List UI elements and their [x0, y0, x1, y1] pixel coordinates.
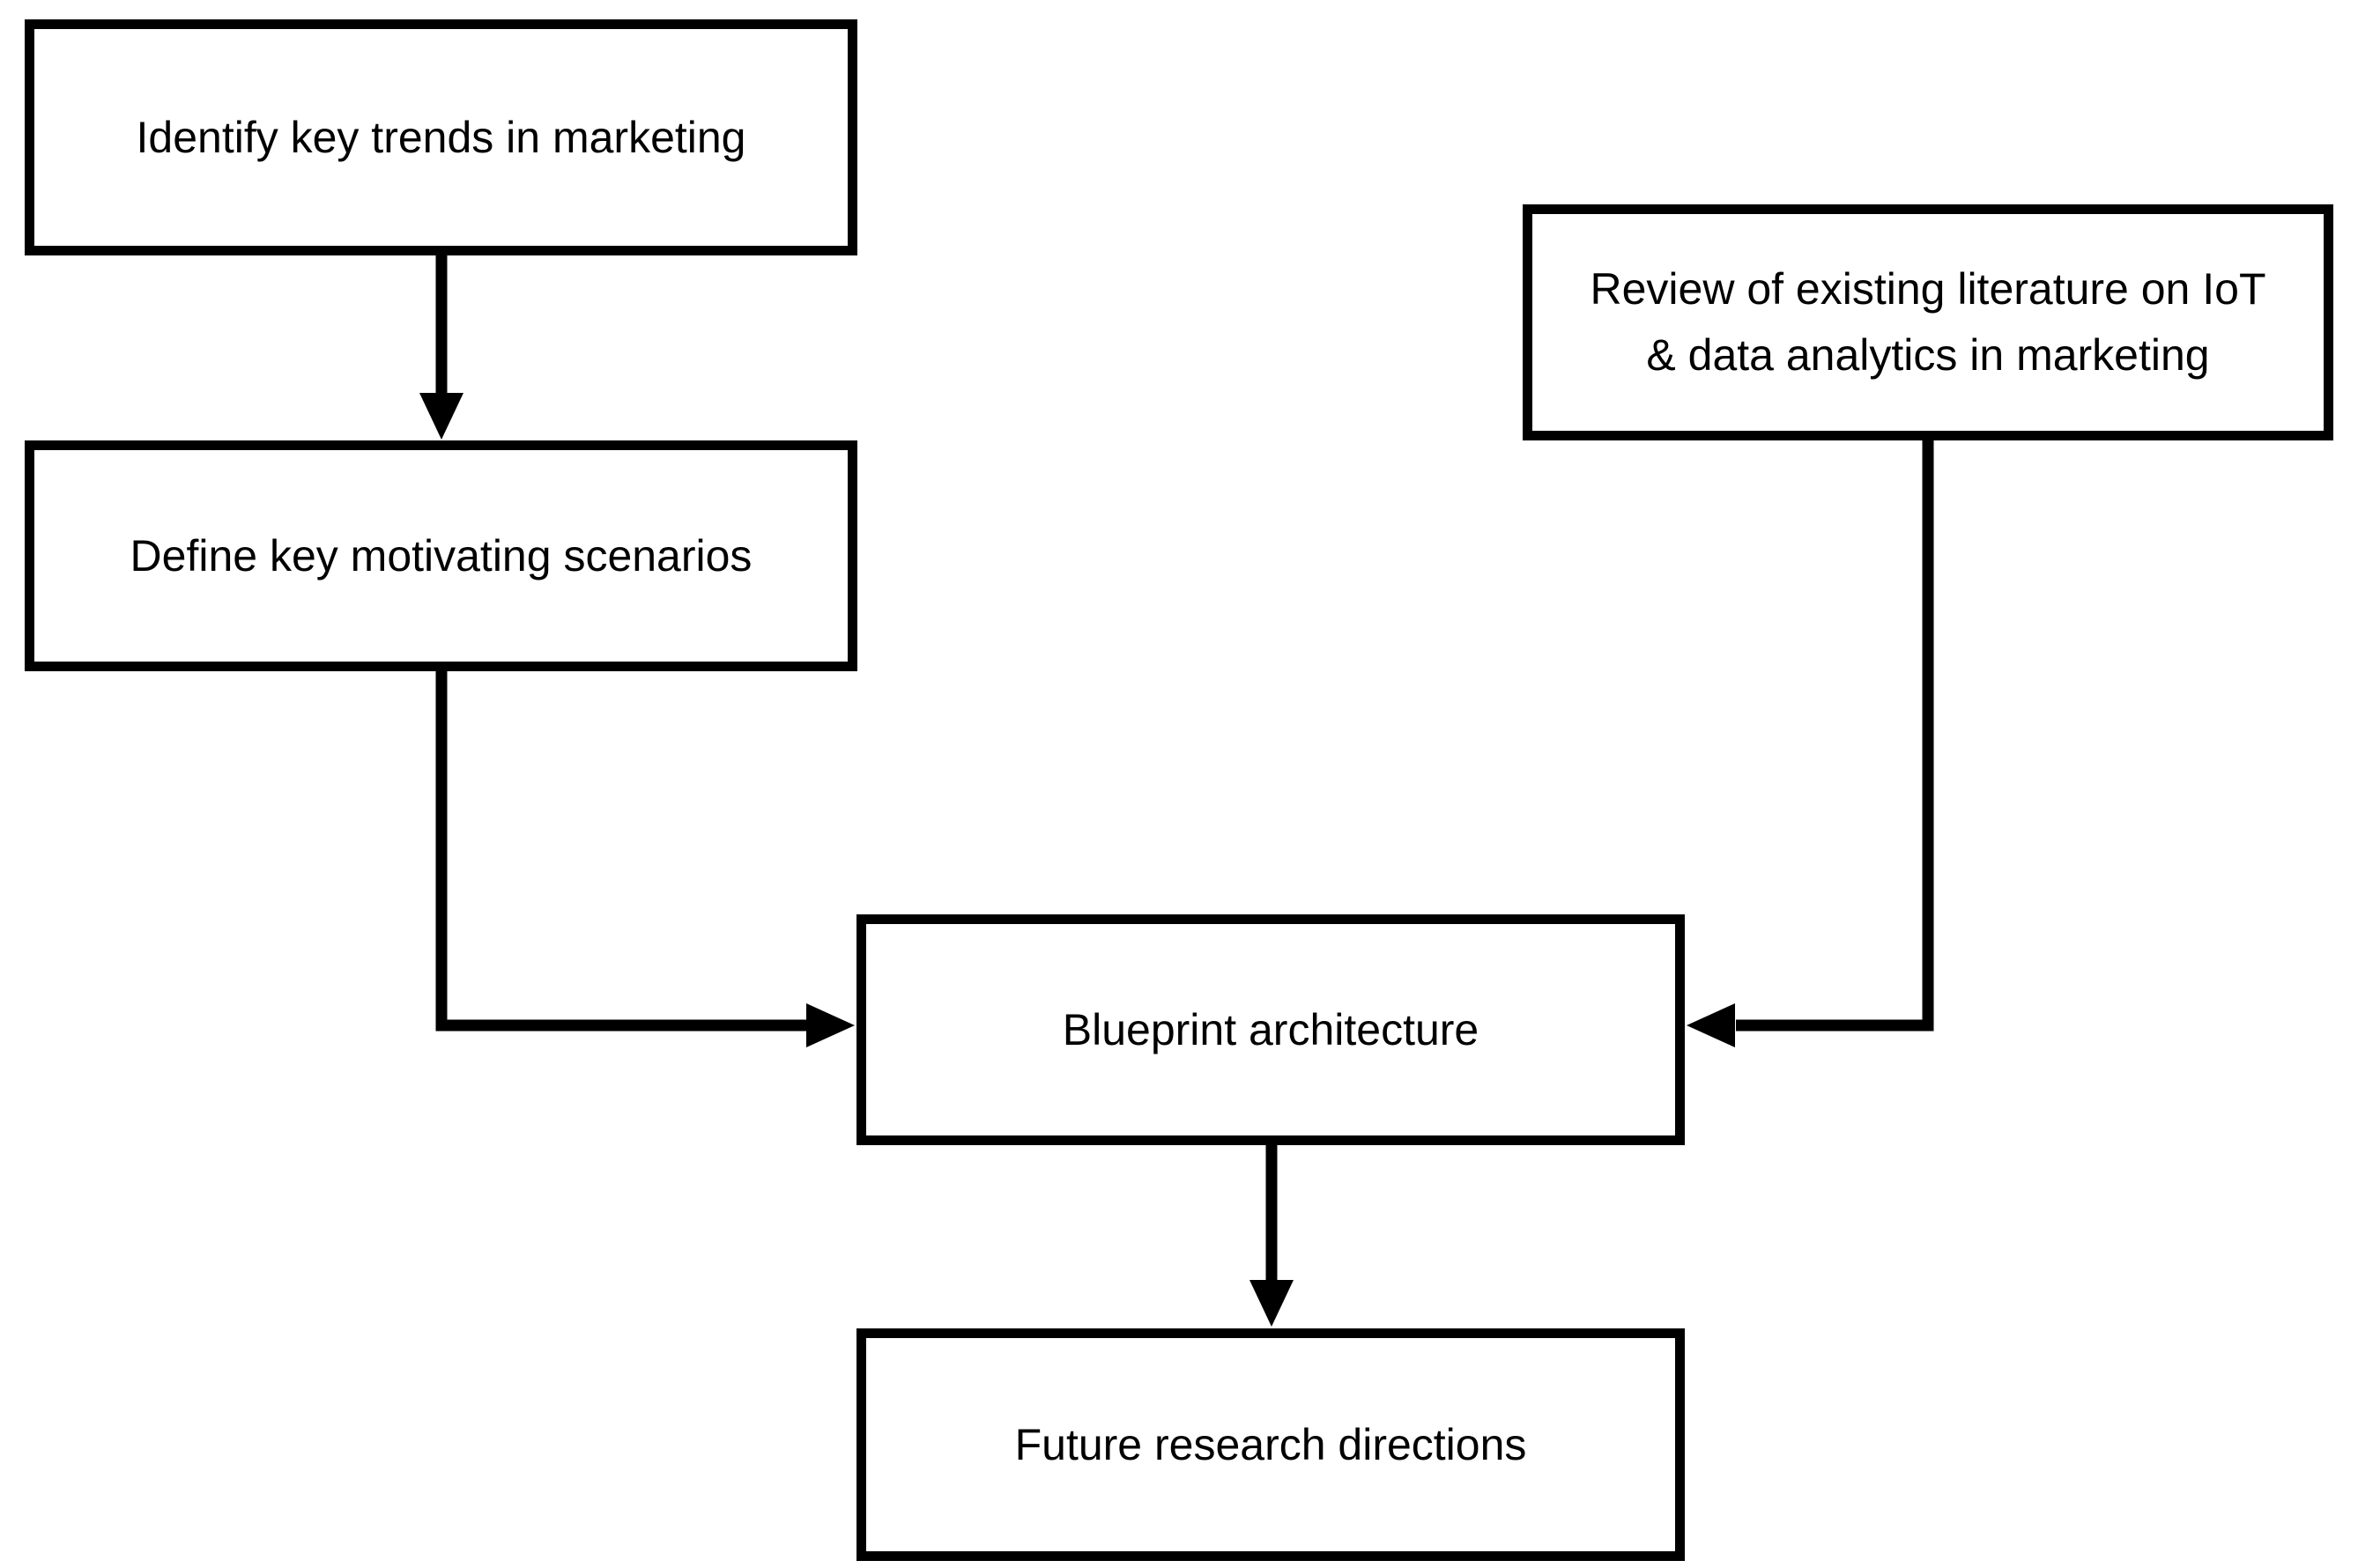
- edge-define-to-blueprint: [435, 671, 855, 1047]
- arrowhead-right-icon: [806, 1003, 855, 1047]
- edge-identify-to-define: [419, 255, 463, 440]
- node-blueprint-label: Blueprint architecture: [1062, 1004, 1479, 1054]
- node-review-label: Review of existing literature on IoT & d…: [1590, 256, 2265, 388]
- edge-review-to-blueprint: [1687, 440, 1934, 1047]
- node-future-label: Future research directions: [1014, 1419, 1527, 1469]
- node-define-label: Define key motivating scenarios: [130, 530, 753, 581]
- node-identify-label: Identify key trends in marketing: [136, 112, 746, 162]
- node-review-label-line1: Review of existing literature on IoT: [1590, 264, 2266, 314]
- arrowhead-down-icon: [1249, 1280, 1294, 1327]
- node-identify-key-trends: Identify key trends in marketing: [25, 19, 857, 255]
- node-review-literature: Review of existing literature on IoT & d…: [1523, 204, 2333, 440]
- edge-blueprint-to-future: [1249, 1145, 1294, 1327]
- arrowhead-down-icon: [419, 393, 463, 440]
- node-review-label-line2: & data analytics in marketing: [1646, 330, 2210, 380]
- arrowhead-left-icon: [1687, 1003, 1735, 1047]
- node-define-motivating-scenarios: Define key motivating scenarios: [25, 440, 857, 671]
- node-future-research-directions: Future research directions: [856, 1328, 1685, 1561]
- node-blueprint-architecture: Blueprint architecture: [856, 914, 1685, 1145]
